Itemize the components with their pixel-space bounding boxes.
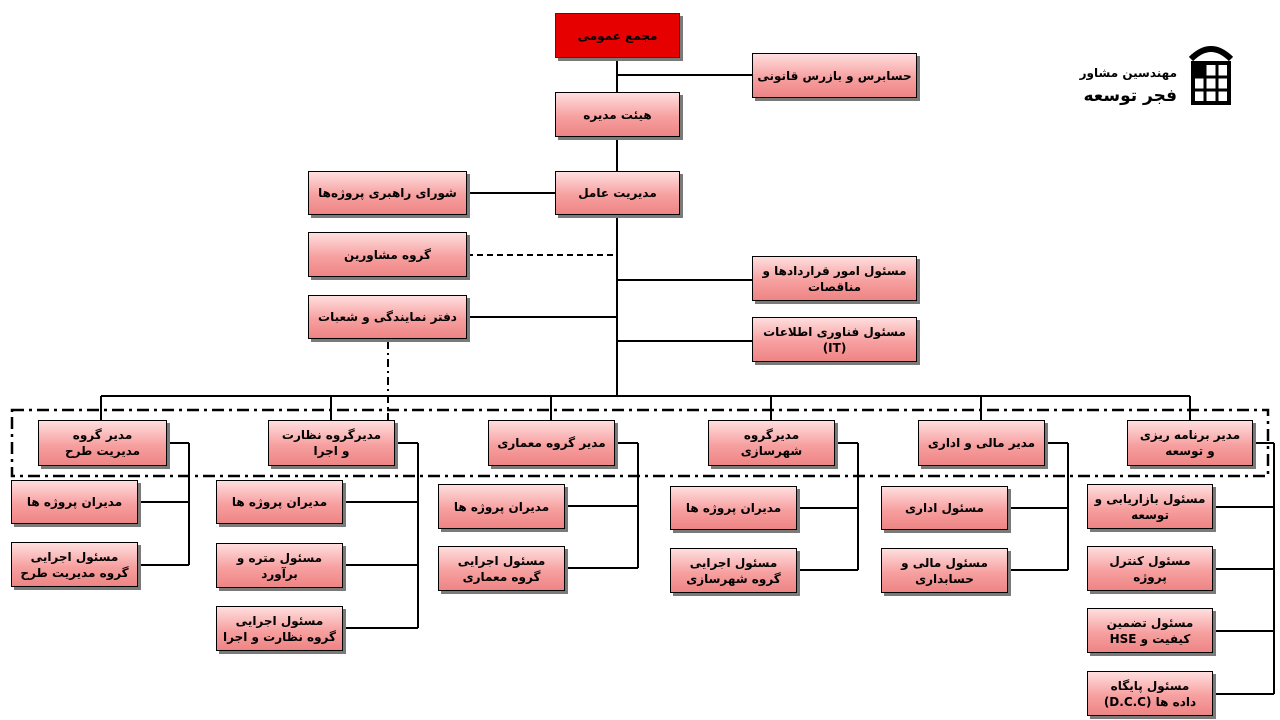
sv-estimator-box: مسئول متره و برآورد <box>216 543 343 588</box>
logo-mark-icon <box>1188 46 1234 105</box>
steering-council-box: شورای راهبری پروژه‌ها <box>308 171 467 215</box>
fi-accounting-officer-box: مسئول مالی و حسابداری <box>881 548 1008 593</box>
pm-exec-officer-box: مسئول اجرایی گروه مدیریت طرح <box>11 542 138 587</box>
urban-planning-manager-box: مدیرگروه شهرسازی <box>708 420 835 466</box>
board-box: هیئت مدیره <box>555 92 680 137</box>
ar-exec-officer-box: مسئول اجرایی گروه معماری <box>438 546 565 591</box>
general-assembly-box: مجمع عمومی <box>555 13 680 58</box>
finance-manager-box: مدیر مالی و اداری <box>918 420 1045 466</box>
ar-project-managers-box: مدیران پروژه ها <box>438 484 565 529</box>
representative-office-box: دفتر نمایندگی و شعبات <box>308 295 467 339</box>
planning-manager-box: مدیر برنامه ریزی و توسعه <box>1127 420 1253 466</box>
pl-dcc-officer-box: مسئول پایگاه داده ها (D.C.C) <box>1087 671 1213 716</box>
company-logo: مهندسین مشاور فجر توسعه <box>1080 40 1237 115</box>
pm-project-managers-box: مدیران پروژه ها <box>11 480 138 524</box>
ur-exec-officer-box: مسئول اجرایی گروه شهرسازی <box>670 548 797 593</box>
supervision-manager-box: مدیرگروه نظارت و اجرا <box>268 420 395 466</box>
sv-project-managers-box: مدیران پروژه ها <box>216 480 343 524</box>
it-officer-box: مسئول فناوری اطلاعات (IT) <box>752 317 917 362</box>
pl-marketing-officer-box: مسئول بازاریابی و توسعه <box>1087 484 1213 529</box>
architecture-manager-box: مدیر گروه معماری <box>488 420 615 466</box>
logo-line2: فجر توسعه <box>1083 86 1177 106</box>
auditor-box: حسابرس و بازرس قانونی <box>752 53 917 98</box>
pl-qa-hse-officer-box: مسئول تضمین کیفیت و HSE <box>1087 608 1213 653</box>
advisors-box: گروه مشاورین <box>308 232 467 277</box>
logo-line1: مهندسین مشاور <box>1079 66 1177 80</box>
plan-management-manager-box: مدیر گروه مدیریت طرح <box>38 420 167 466</box>
ur-project-managers-box: مدیران پروژه ها <box>670 486 797 530</box>
fi-admin-officer-box: مسئول اداری <box>881 486 1008 530</box>
ceo-box: مدیریت عامل <box>555 171 680 215</box>
sv-exec-officer-box: مسئول اجرایی گروه نظارت و اجرا <box>216 606 343 651</box>
pl-control-officer-box: مسئول کنترل پروژه <box>1087 546 1213 591</box>
contracts-officer-box: مسئول امور قراردادها و مناقصات <box>752 256 917 301</box>
